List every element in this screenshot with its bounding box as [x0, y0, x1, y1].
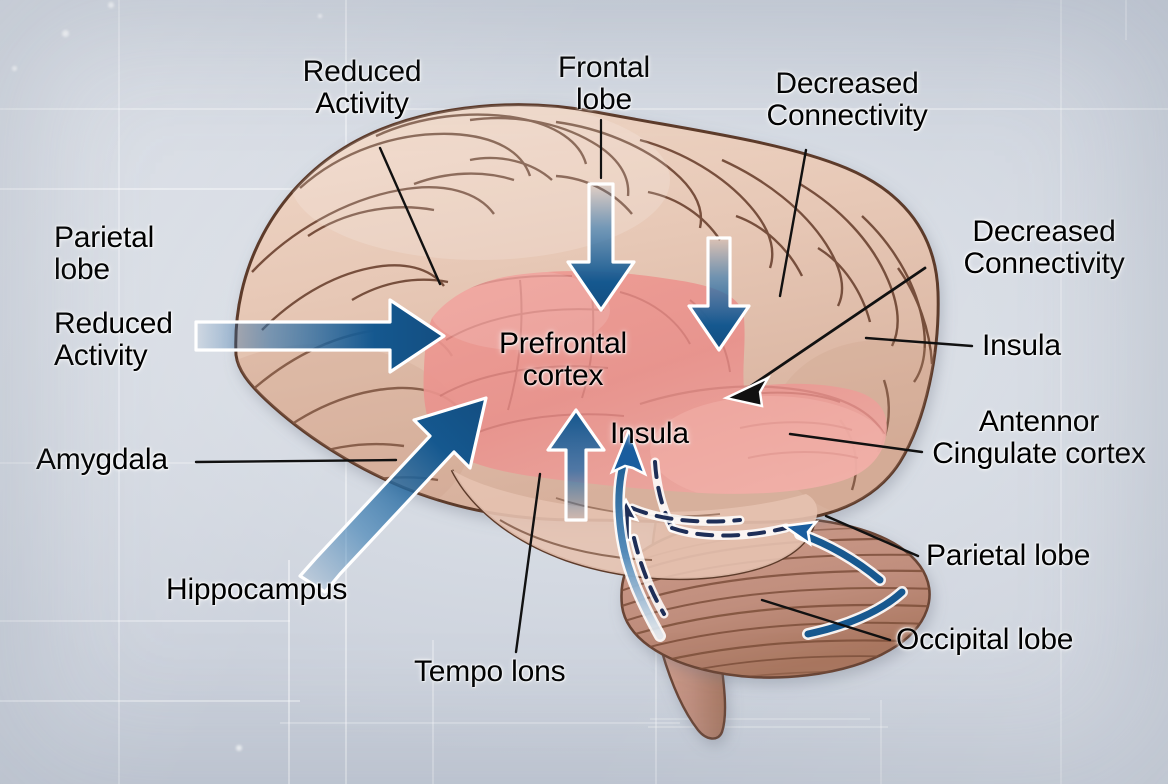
label-frontal-lobe: Frontal lobe: [558, 51, 650, 116]
label-decreased-connectivity-top: Decreased Connectivity: [766, 67, 928, 132]
label-occipital-lobe: Occipital lobe: [896, 623, 1074, 656]
label-reduced-activity-top: Reduced Activity: [302, 55, 422, 120]
label-amygdala: Amygdala: [36, 443, 168, 476]
label-insula-center: Insula: [610, 417, 689, 450]
label-temporal-lobe: Tempo lons: [414, 655, 566, 688]
blue-arrow-left-horizontal: [194, 298, 446, 374]
leader-lines: [194, 118, 974, 654]
blue-curved-arrow-right: [780, 520, 908, 640]
blue-arrow-insula-up: [546, 408, 606, 522]
label-anterior-cingulate-cortex: Antennor Cingulate cortex: [932, 405, 1146, 470]
label-parietal-lobe-left: Parietal lobe: [54, 221, 155, 286]
blue-arrow-top-down: [566, 182, 636, 312]
label-insula-right: Insula: [982, 329, 1061, 362]
blue-arrow-right-down: [687, 236, 751, 352]
label-hippocampus: Hippocampus: [166, 573, 348, 606]
highlighted-region-prefrontal-insula: [423, 271, 887, 494]
leader-arrowhead-insula: [722, 375, 771, 408]
dashed-boundary: [627, 457, 791, 619]
label-prefrontal-cortex: Prefrontal cortex: [498, 327, 628, 392]
blue-curved-arrow-left: [609, 426, 666, 642]
label-decreased-connectivity-right: Decreased Connectivity: [963, 215, 1125, 280]
blue-arrow-hippocampus: [298, 396, 488, 594]
label-parietal-lobe-right: Parietal lobe: [926, 539, 1091, 572]
label-reduced-activity-left: Reduced Activity: [54, 307, 173, 372]
